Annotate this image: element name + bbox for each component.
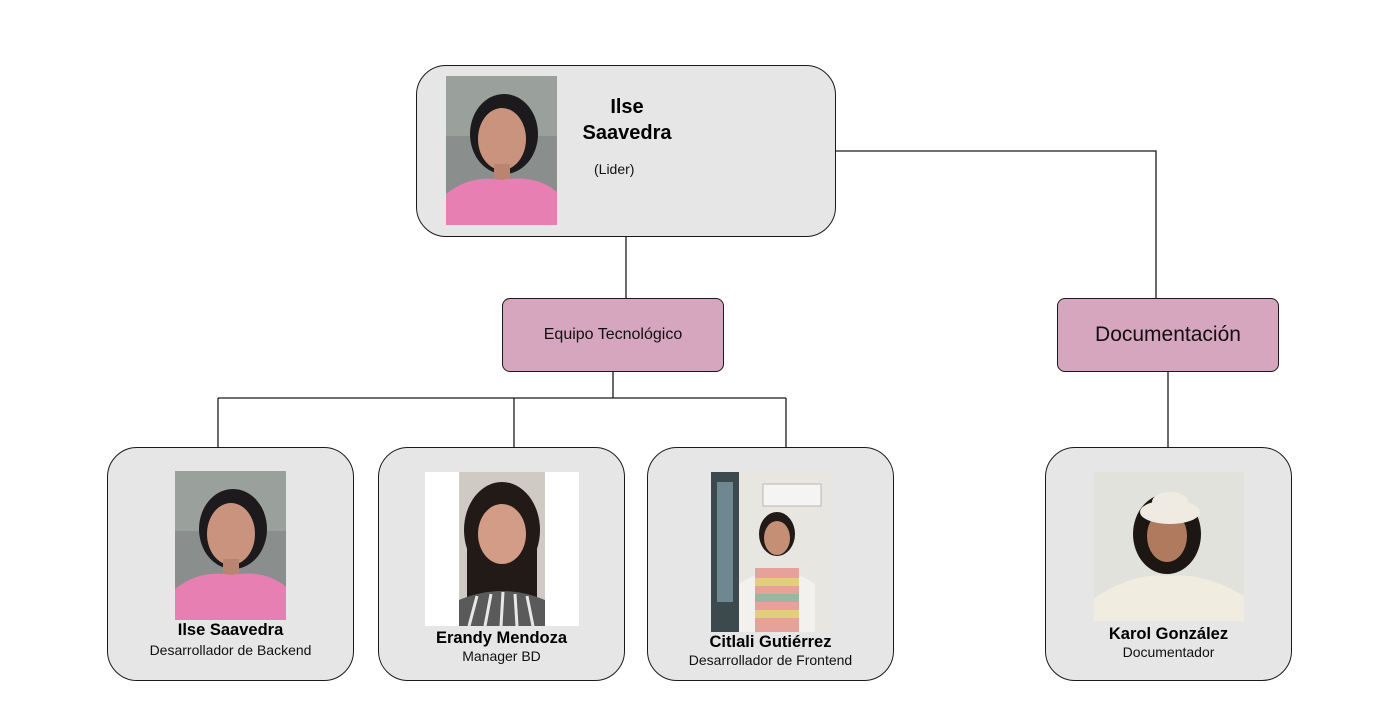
dept-tech-label: Equipo Tecnológico [543, 326, 683, 343]
dept-docs-label: Documentación [1095, 323, 1241, 346]
connector-leader-to-docs [835, 150, 1157, 298]
leader-card: Ilse Saavedra (Lider) [416, 65, 836, 237]
leader-photo [446, 76, 557, 225]
leader-role: (Lider) [594, 161, 635, 177]
member-name: Citlali Gutiérrez [709, 633, 832, 651]
dept-docs: Documentación [1057, 298, 1279, 372]
member-card-ilse: Ilse Saavedra Desarrollador de Backend [107, 447, 354, 681]
leader-name: Ilse Saavedra [567, 94, 687, 146]
member-name: Erandy Mendoza [435, 629, 568, 647]
member-card-erandy: Erandy Mendoza Manager BD [378, 447, 625, 681]
member-photo-citlali [711, 472, 832, 632]
member-role: Desarrollador de Frontend [688, 652, 853, 668]
dept-tech: Equipo Tecnológico [502, 298, 724, 372]
member-name: Karol González [1108, 625, 1229, 643]
member-photo-ilse [175, 471, 286, 620]
member-photo-erandy [425, 472, 579, 626]
member-name: Ilse Saavedra [177, 621, 284, 639]
member-role: Documentador [1122, 644, 1215, 660]
member-role: Desarrollador de Backend [149, 642, 312, 658]
connector-tech-branch [217, 372, 787, 447]
leader-name-line1: Ilse [610, 96, 644, 118]
member-card-karol: Karol González Documentador [1045, 447, 1292, 681]
member-card-citlali: Citlali Gutiérrez Desarrollador de Front… [647, 447, 894, 681]
member-role: Manager BD [462, 648, 541, 664]
member-photo-karol [1094, 472, 1244, 621]
leader-name-line2: Saavedra [582, 122, 672, 144]
